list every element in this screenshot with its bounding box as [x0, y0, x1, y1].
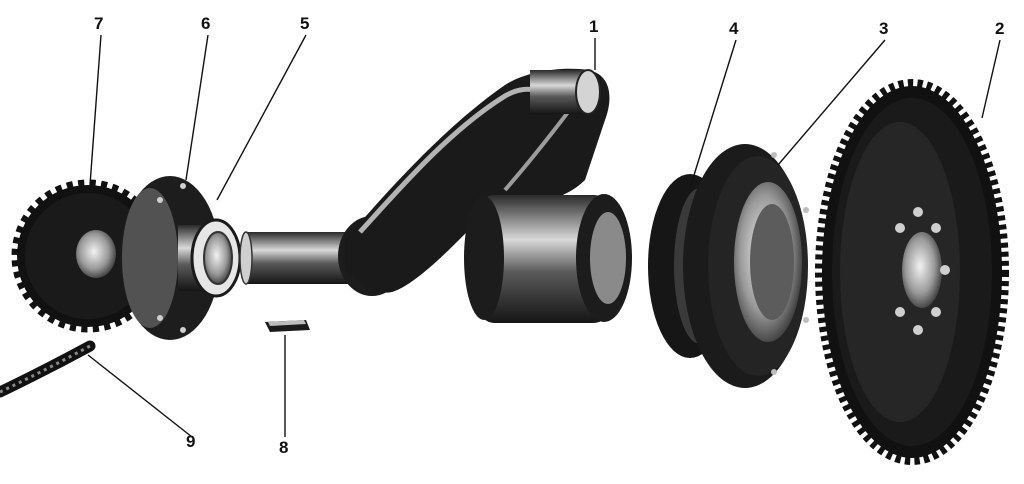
large-gear-part: [815, 79, 1009, 465]
bearing-part: [190, 218, 242, 298]
callout-7: 7: [94, 14, 103, 33]
callout-3: 3: [879, 19, 888, 38]
leader-7: [89, 34, 102, 186]
callout-4: 4: [729, 19, 739, 38]
leader-3: [777, 39, 886, 166]
callout-8: 8: [279, 438, 288, 457]
leader-4: [689, 39, 737, 189]
callout-2: 2: [995, 19, 1004, 38]
chain-part: [0, 340, 96, 398]
leader-9: [87, 354, 193, 438]
hub-part: [683, 144, 809, 388]
crank-arm-part: [239, 68, 632, 323]
callout-1: 1: [589, 17, 598, 36]
callout-labels: 1 2 3 4 5 6 7 8 9: [94, 14, 1004, 457]
leader-lines: [87, 34, 1001, 438]
leader-6: [185, 34, 209, 181]
leader-2: [981, 39, 1001, 119]
callout-5: 5: [300, 14, 309, 33]
leader-5: [216, 34, 307, 201]
callout-6: 6: [201, 14, 210, 33]
callout-9: 9: [186, 432, 195, 451]
key-part: [265, 320, 310, 332]
